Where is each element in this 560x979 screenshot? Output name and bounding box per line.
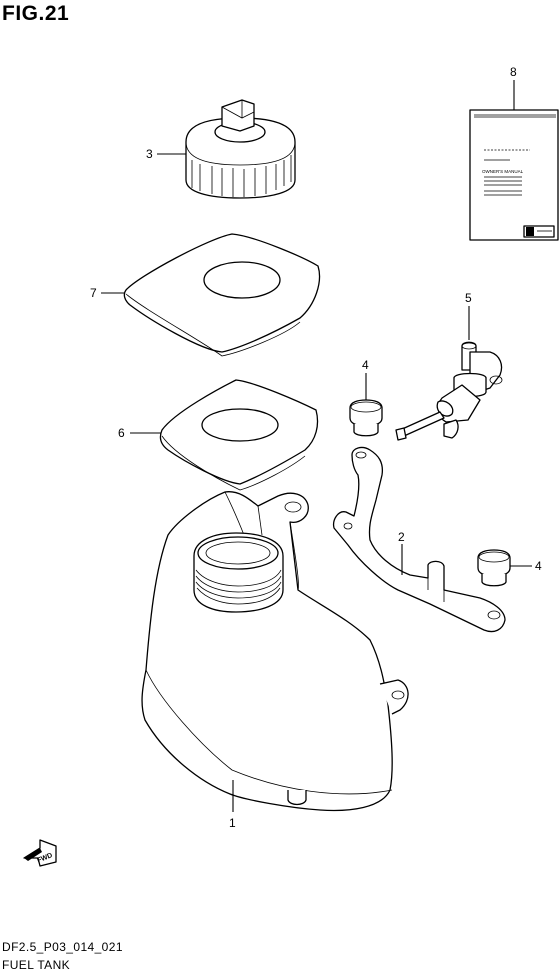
bracket [332, 446, 506, 633]
grommet-lower [477, 549, 532, 587]
grommet-upper [349, 373, 383, 437]
fuel-cock [395, 306, 503, 441]
part-number-7: 5 [465, 291, 472, 305]
figure-name: FUEL TANK [2, 958, 71, 972]
fuel-cap [157, 99, 296, 199]
owners-manual: OWNER'S MANUAL [469, 80, 559, 241]
part-number-4-lower: 4 [535, 559, 542, 573]
fuel-tank [141, 491, 409, 812]
part-number-5: 6 [118, 426, 125, 440]
part-number-6: 7 [90, 286, 97, 300]
part-number-3: 3 [146, 147, 153, 161]
part-number-8: 8 [510, 65, 517, 79]
gasket [130, 379, 319, 491]
part-number-1: 1 [229, 816, 236, 830]
figure-title: FIG.21 [2, 2, 70, 25]
forward-arrow-icon: FWD [23, 839, 57, 867]
manual-cover-title: OWNER'S MANUAL [482, 169, 524, 174]
part-number-4-upper: 4 [362, 358, 369, 372]
part-number-2: 2 [398, 530, 405, 544]
gasket-plate [101, 233, 321, 357]
figure-code: DF2.5_P03_014_021 [2, 940, 123, 954]
